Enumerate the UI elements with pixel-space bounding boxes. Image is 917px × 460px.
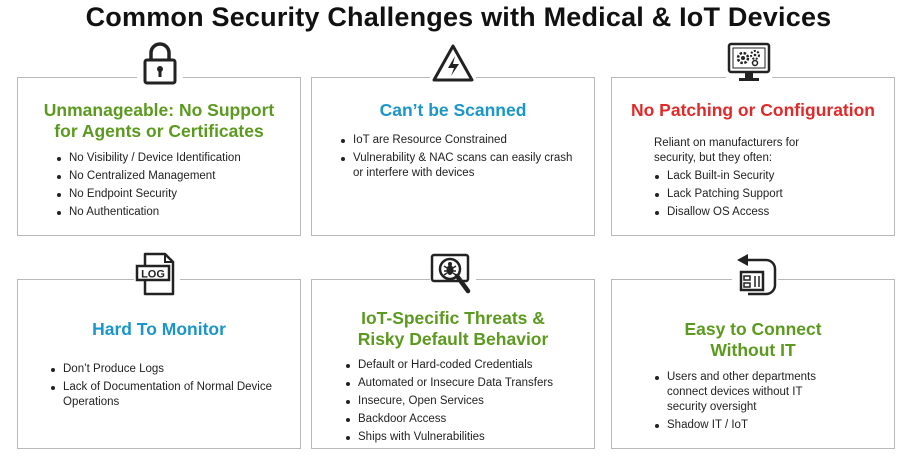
card-title: Unmanageable: No Support for Agents or C… <box>18 100 300 142</box>
card-title: Easy to Connect Without IT <box>612 319 894 361</box>
card-intro: Reliant on manufacturers for security, b… <box>654 137 800 164</box>
list-item: Lack of Documentation of Normal Device O… <box>50 380 275 410</box>
card-easy-to-connect: Easy to Connect Without IT Users and oth… <box>611 279 895 449</box>
card-no-patching: No Patching or Configuration Reliant on … <box>611 77 895 236</box>
list-item: No Authentication <box>56 205 292 220</box>
bullet-list: Users and other departments connect devi… <box>654 370 844 436</box>
card-cant-be-scanned: Can’t be Scanned IoT are Resource Constr… <box>311 77 595 236</box>
list-item: Automated or Insecure Data Transfers <box>345 376 590 391</box>
list-item: Backdoor Access <box>345 412 590 427</box>
log-icon-text: LOG <box>141 269 165 281</box>
bug-magnifier-icon <box>430 253 476 299</box>
list-item: Ships with Vulnerabilities <box>345 430 590 445</box>
list-item: Users and other departments connect devi… <box>654 370 844 415</box>
card-title: No Patching or Configuration <box>612 100 894 121</box>
list-item: No Centralized Management <box>56 169 292 184</box>
page-title: Common Security Challenges with Medical … <box>85 2 832 32</box>
list-item: Don’t Produce Logs <box>50 362 275 377</box>
card-title: Can’t be Scanned <box>312 100 594 121</box>
list-item: Default or Hard-coded Credentials <box>345 358 590 373</box>
device-return-icon <box>732 252 778 298</box>
card-title-line: Unmanageable: No Support <box>43 100 275 120</box>
list-item: Insecure, Open Services <box>345 394 590 409</box>
list-item: Disallow OS Access <box>654 205 874 220</box>
high-voltage-warning-icon <box>430 40 476 86</box>
bullet-list: Default or Hard-coded Credentials Automa… <box>345 358 590 448</box>
card-hard-to-monitor: Hard To Monitor Don’t Produce Logs Lack … <box>17 279 301 449</box>
bullet-list: Lack Built-in Security Lack Patching Sup… <box>654 169 874 223</box>
card-title-line: Without IT <box>710 340 796 360</box>
card-title-line: Hard To Monitor <box>92 319 226 339</box>
card-title: Hard To Monitor <box>18 319 300 340</box>
list-item: No Endpoint Security <box>56 187 292 202</box>
bullet-list: IoT are Resource Constrained Vulnerabili… <box>340 133 580 184</box>
list-item: Vulnerability & NAC scans can easily cra… <box>340 151 580 181</box>
card-unmanageable: Unmanageable: No Support for Agents or C… <box>17 77 301 236</box>
card-title-line: No Patching or Configuration <box>630 100 875 120</box>
bullet-list: Don’t Produce Logs Lack of Documentation… <box>50 362 275 413</box>
list-item: IoT are Resource Constrained <box>340 133 580 148</box>
list-item: Lack Patching Support <box>654 187 874 202</box>
list-item: No Visibility / Device Identification <box>56 151 292 166</box>
padlock-icon <box>137 40 183 86</box>
card-iot-specific-threats: IoT-Specific Threats & Risky Default Beh… <box>311 279 595 449</box>
card-title-line: Can’t be Scanned <box>379 100 527 120</box>
bullet-list: No Visibility / Device Identification No… <box>56 151 292 223</box>
card-title-line: IoT-Specific Threats & <box>361 308 545 328</box>
list-item: Shadow IT / IoT <box>654 418 844 433</box>
log-file-icon: LOG <box>134 251 180 297</box>
card-title-line: Risky Default Behavior <box>357 329 549 349</box>
card-title-line: for Agents or Certificates <box>54 121 264 141</box>
monitor-gears-icon <box>726 40 772 86</box>
card-title: IoT-Specific Threats & Risky Default Beh… <box>312 308 594 350</box>
list-item: Lack Built-in Security <box>654 169 874 184</box>
card-title-line: Easy to Connect <box>684 319 822 339</box>
